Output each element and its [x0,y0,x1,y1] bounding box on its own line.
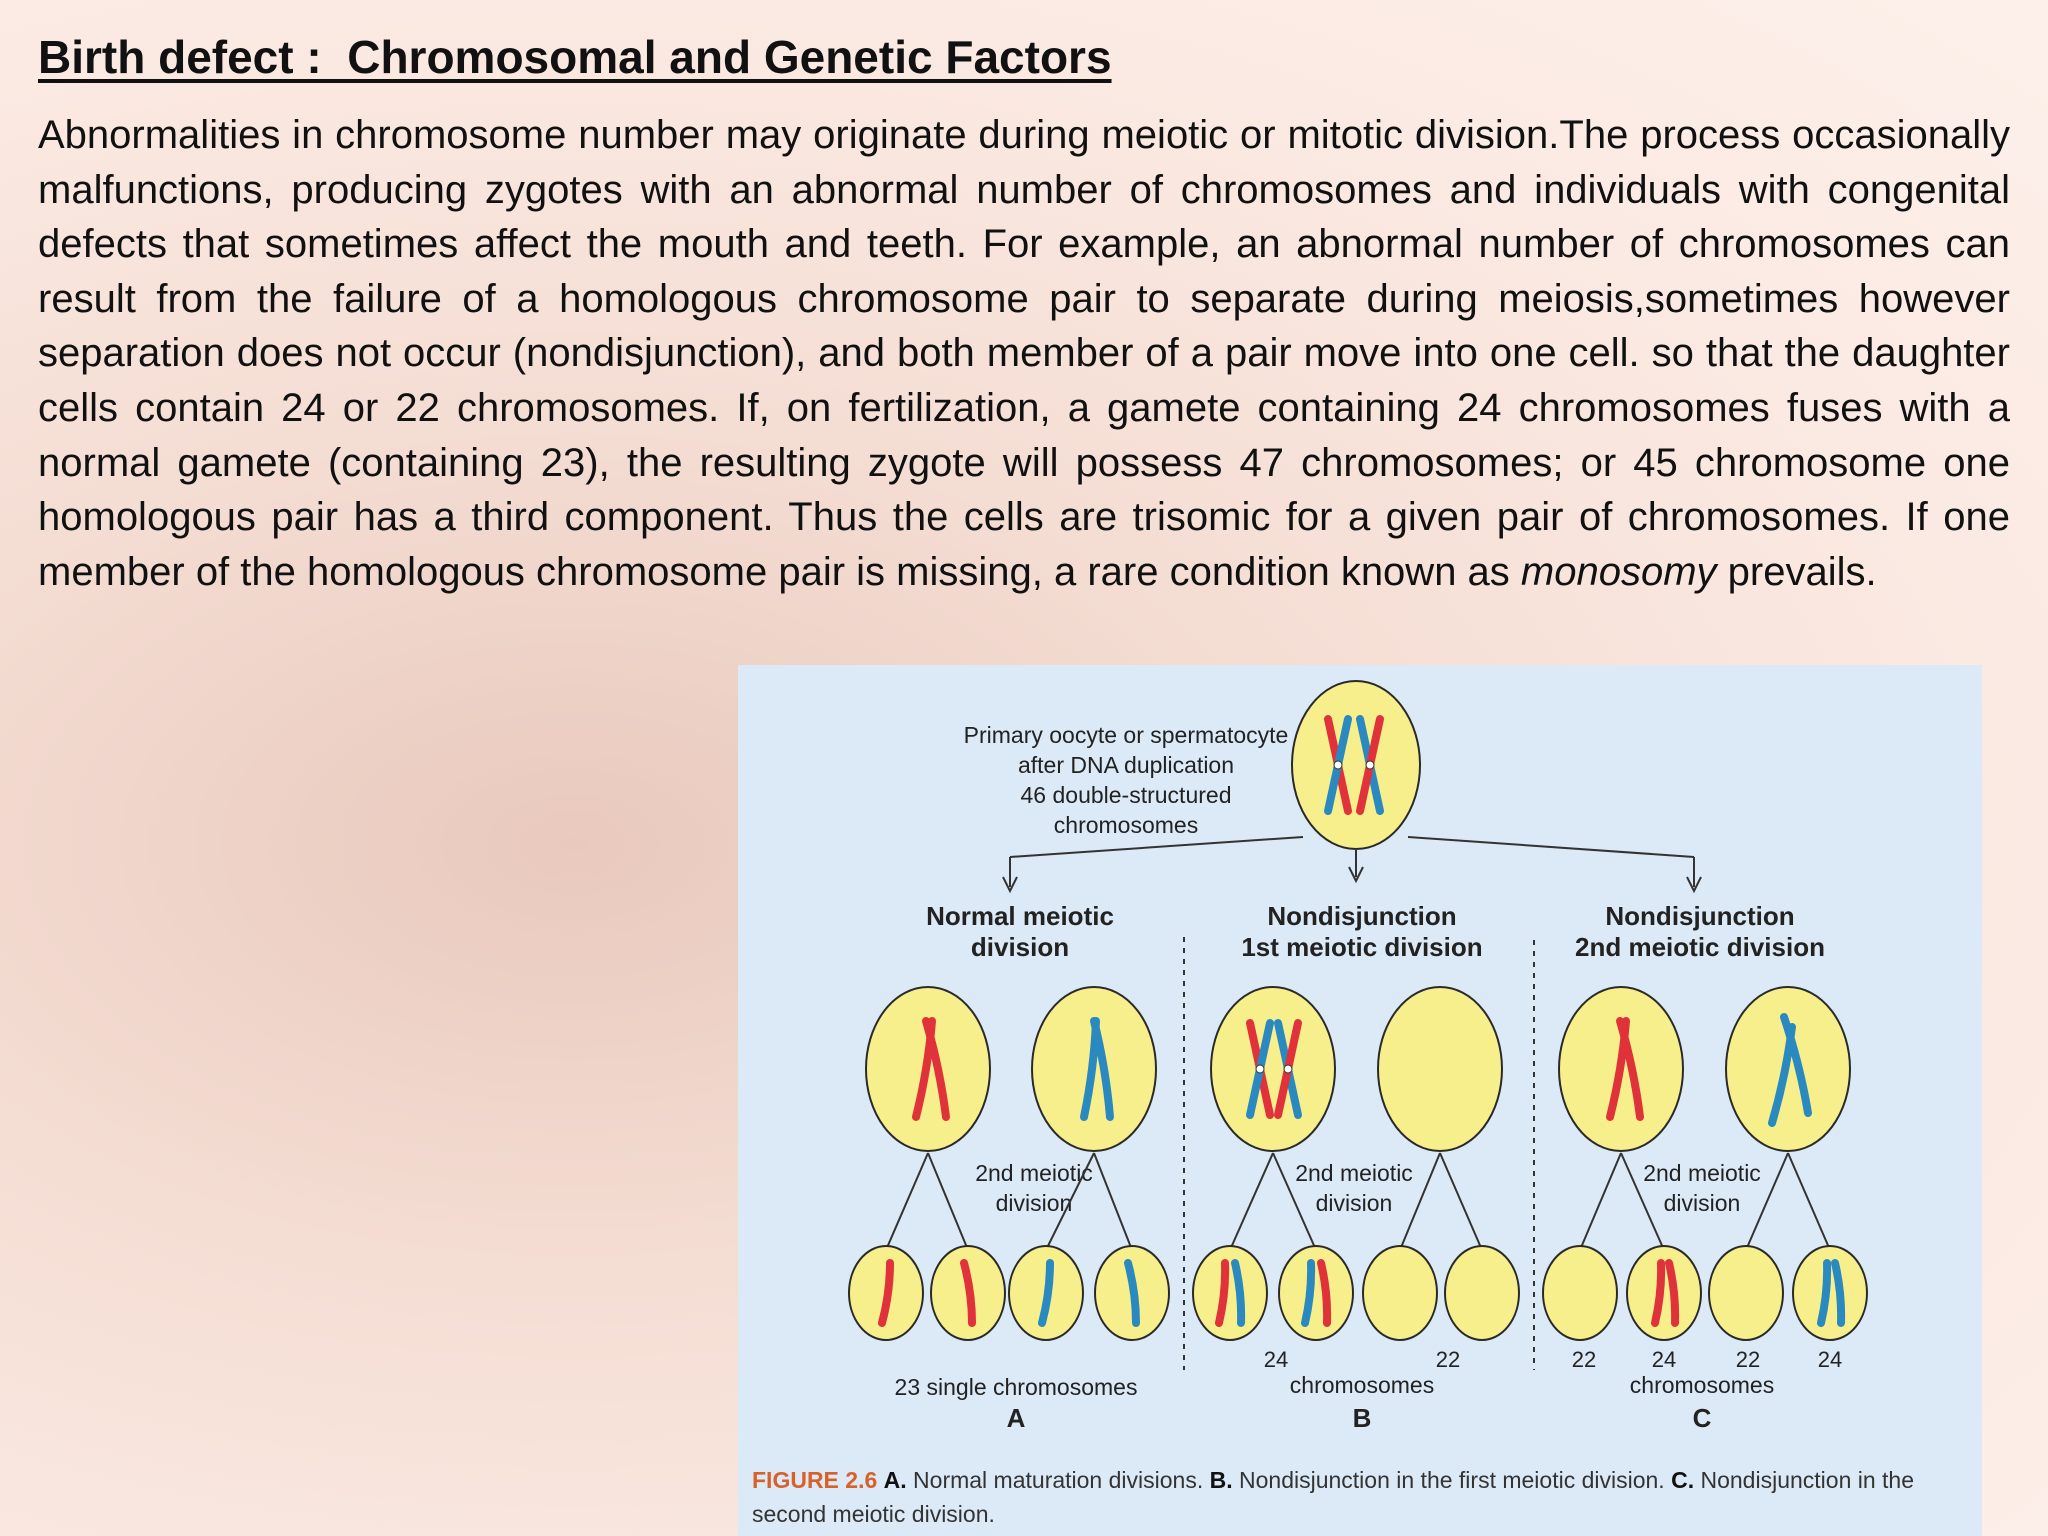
col-b-count-2: 22 [1436,1347,1460,1372]
col-b-count-1: 24 [1264,1347,1288,1372]
gamete-6-chrom-1 [1301,1259,1316,1327]
col-c-count-3: 22 [1736,1347,1760,1372]
gamete-10-chrom-2 [1665,1259,1680,1327]
top-label-line-4: chromosomes [1054,812,1198,838]
meiosis-figure: Primary oocyte or spermatocyte after DNA … [738,665,1982,1536]
col-c-count-1: 22 [1572,1347,1596,1372]
slide-title: Birth defect : Chromosomal and Genetic F… [38,31,1112,83]
primary-chrom-2-centromere [1365,760,1375,770]
primary-chrom-1-centromere [1333,760,1343,770]
branch-center-arrow [1348,866,1364,884]
body-term-monosomy: monosomy [1520,549,1717,594]
secondary-cell-b-right [1377,986,1503,1152]
col-c-count-2: 24 [1652,1347,1676,1372]
gamete-8 [1444,1245,1520,1341]
gamete-1-chrom [878,1259,894,1327]
tree-line-1-1 [885,1152,929,1251]
branch-left [1009,836,1304,858]
figure-caption: FIGURE 2.6 A. Normal maturation division… [752,1463,1982,1531]
sec-c-left-chrom-2 [1616,1017,1644,1121]
tree-line-4-1 [1399,1152,1441,1251]
gamete-12-chrom-1 [1817,1259,1832,1327]
gamete-12-chrom-2 [1831,1259,1846,1327]
tree-line-6-2 [1787,1152,1831,1251]
col-c-sub-line-2: division [1664,1190,1741,1216]
caption-a-text: Normal maturation divisions. [906,1467,1210,1493]
gamete-3-chrom [1038,1259,1054,1327]
col-a-sub-line-1: 2nd meiotic [975,1160,1093,1186]
caption-b-label: B. [1209,1467,1233,1493]
branch-right [1407,836,1695,858]
tree-line-6-1 [1745,1152,1789,1251]
col-c-sub-line-1: 2nd meiotic [1643,1160,1761,1186]
sec-b-left-chrom-1-centromere [1255,1064,1265,1074]
col-b-sub-line-1: 2nd meiotic [1295,1160,1413,1186]
branch-right-arrow [1686,876,1702,894]
top-label-line-3: 46 double-structured [1021,782,1232,808]
caption-figure-label: FIGURE 2.6 [752,1467,878,1493]
tree-line-2-1 [1045,1152,1095,1251]
col-b-heading-line-1: Nondisjunction [1267,901,1456,931]
gamete-11 [1708,1245,1784,1341]
sec-c-right-chrom-2 [1780,1013,1812,1117]
sec-a-right-chrom-2 [1090,1017,1114,1121]
tree-line-2-2 [1093,1152,1133,1251]
body-text-end: prevails. [1716,549,1877,594]
gamete-4-chrom [1124,1259,1140,1327]
col-a-heading-line-2: division [971,932,1069,962]
secondary-cell-b-left [1210,986,1336,1152]
top-label-line-1: Primary oocyte or spermatocyte [964,722,1289,748]
body-paragraph: Abnormalities in chromosome number may o… [38,108,2010,599]
caption-c-label: C. [1671,1467,1695,1493]
col-c-heading-line-2: 2nd meiotic division [1575,932,1825,962]
gamete-10-chrom-1 [1651,1259,1666,1327]
col-a-sub-line-2: division [996,1190,1073,1216]
col-c-heading-line-1: Nondisjunction [1605,901,1794,931]
col-c-count-4: 24 [1818,1347,1842,1372]
gamete-2-chrom [960,1259,976,1327]
col-c-letter: C [1693,1403,1712,1433]
tree-line-4-2 [1439,1152,1483,1251]
tree-line-3-2 [1272,1152,1317,1251]
col-b-heading-line-2: 1st meiotic division [1241,932,1482,962]
tree-line-5-2 [1620,1152,1665,1251]
tree-line-5-1 [1579,1152,1622,1251]
tree-line-1-2 [927,1152,969,1251]
top-label-line-2: after DNA duplication [1018,752,1234,778]
col-b-letter: B [1353,1403,1372,1433]
gamete-5 [1192,1245,1268,1341]
col-a-letter: A [1007,1403,1026,1433]
tree-line-3-1 [1229,1152,1274,1251]
branch-left-arrow [1002,876,1018,894]
caption-b-text: Nondisjunction in the first meiotic divi… [1232,1467,1672,1493]
sec-a-left-chrom-2 [922,1017,950,1121]
caption-a-label: A. [883,1467,907,1493]
primary-cell [1291,680,1421,850]
gamete-5-chrom-2 [1231,1259,1246,1327]
col-b-sub-line-2: division [1316,1190,1393,1216]
col-c-count-label: chromosomes [1630,1372,1774,1398]
gamete-9 [1542,1245,1618,1341]
col-b-count-label: chromosomes [1290,1372,1434,1398]
gamete-6-chrom-2 [1317,1259,1332,1327]
body-text-main: Abnormalities in chromosome number may o… [38,113,2010,594]
caption-c-text: Nondisjunction in the second meiotic div… [752,1467,1915,1527]
gamete-7 [1362,1245,1438,1341]
gamete-5-chrom-1 [1215,1259,1230,1327]
gamete-6 [1278,1245,1354,1341]
col-a-count-label: 23 single chromosomes [895,1374,1138,1400]
col-a-heading-line-1: Normal meiotic [926,901,1114,931]
meiosis-diagram: Primary oocyte or spermatocyte after DNA … [848,680,1868,1433]
sec-b-left-chrom-2-centromere [1283,1064,1293,1074]
